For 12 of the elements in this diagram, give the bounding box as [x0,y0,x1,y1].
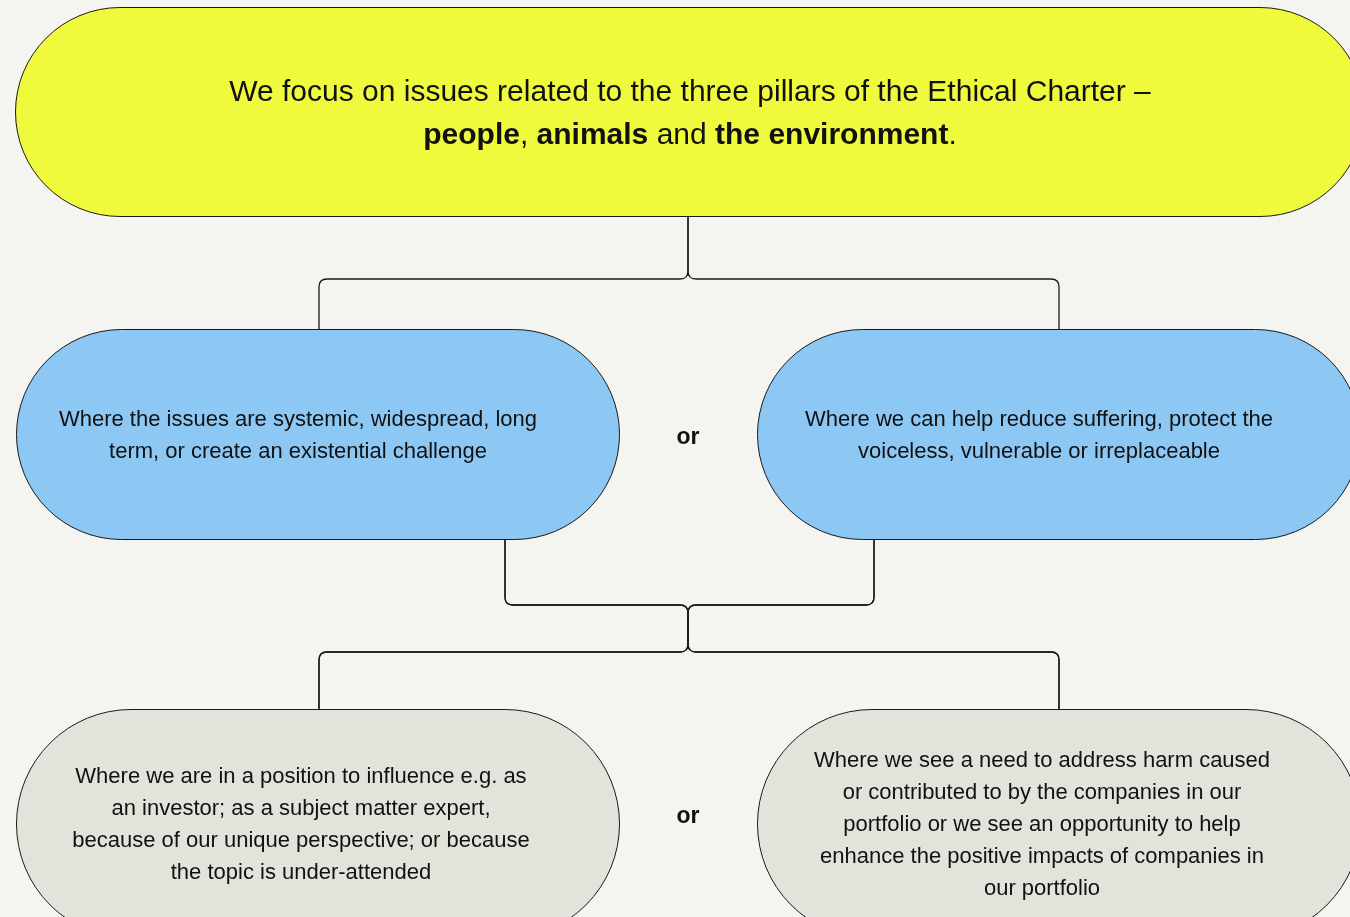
node-text: Where the issues are systemic, widespread, long term, or create an existential challenge [57,404,539,465]
node-text: Where we see a need to address harm caused or contributed to by the companies in our portfolio or we see an opportunity to help enhance the positive impacts of companies in our portfolio [812,746,1272,902]
node-text: We focus on issues related to the three pillars of the Ethical Charter – people, animals and the environment. [228,72,1152,152]
node-text: Where we are in a position to influence e.g. as an investor; as a subject matter expert, because of our unique perspective; or because the topic is under-attended [71,762,531,886]
pill-box [757,329,1350,540]
pill-box [757,709,1350,917]
connector-line [687,216,1060,330]
connector-line [687,539,1060,710]
or-label: or [676,801,700,829]
pill-box [15,7,1350,217]
node-text: Where we can help reduce suffering, protect the voiceless, vulnerable or irreplaceable [804,404,1274,465]
or-label: or [676,422,700,450]
